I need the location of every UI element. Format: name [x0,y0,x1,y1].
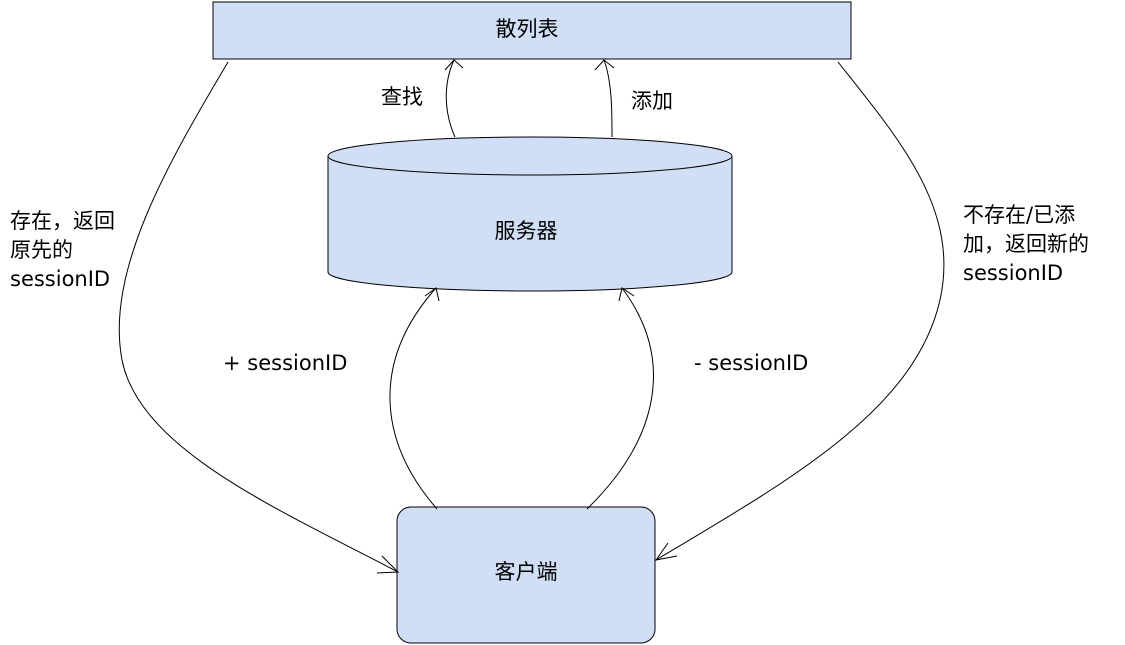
edge-add: 添加 [594,59,673,138]
arrowhead-add [594,59,615,71]
arrowhead-not-exists-return [654,542,678,561]
arrowhead-minus-session [618,287,635,302]
arrowhead-exists-return [376,555,400,574]
edge-label-add: 添加 [631,89,673,113]
edge-label-not-exists-return: 不存在/已添 加，返回新的 sessionID [963,203,1096,285]
edge-label-exists-return: 存在，返回 原先的 sessionID [10,209,122,291]
edge-exists-return: 存在，返回 原先的 sessionID [10,61,400,574]
hash-table-label: 散列表 [496,17,559,41]
edge-lookup: 查找 [381,59,464,138]
edge-plus-session: + sessionID [223,287,440,510]
edge-minus-session: - sessionID [586,287,808,510]
server-label: 服务器 [495,219,558,243]
edge-label-lookup: 查找 [381,85,423,109]
client-node: 客户端 [396,506,656,644]
hash-table-node: 散列表 [212,1,852,60]
edge-label-minus-session: - sessionID [694,351,808,375]
edge-label-plus-session: + sessionID [223,351,347,375]
arrowhead-lookup [444,59,464,71]
client-label: 客户端 [495,560,558,584]
arrowhead-plus-session [424,287,440,302]
edge-not-exists-return: 不存在/已添 加，返回新的 sessionID [654,61,1096,561]
server-node: 服务器 [327,136,733,292]
